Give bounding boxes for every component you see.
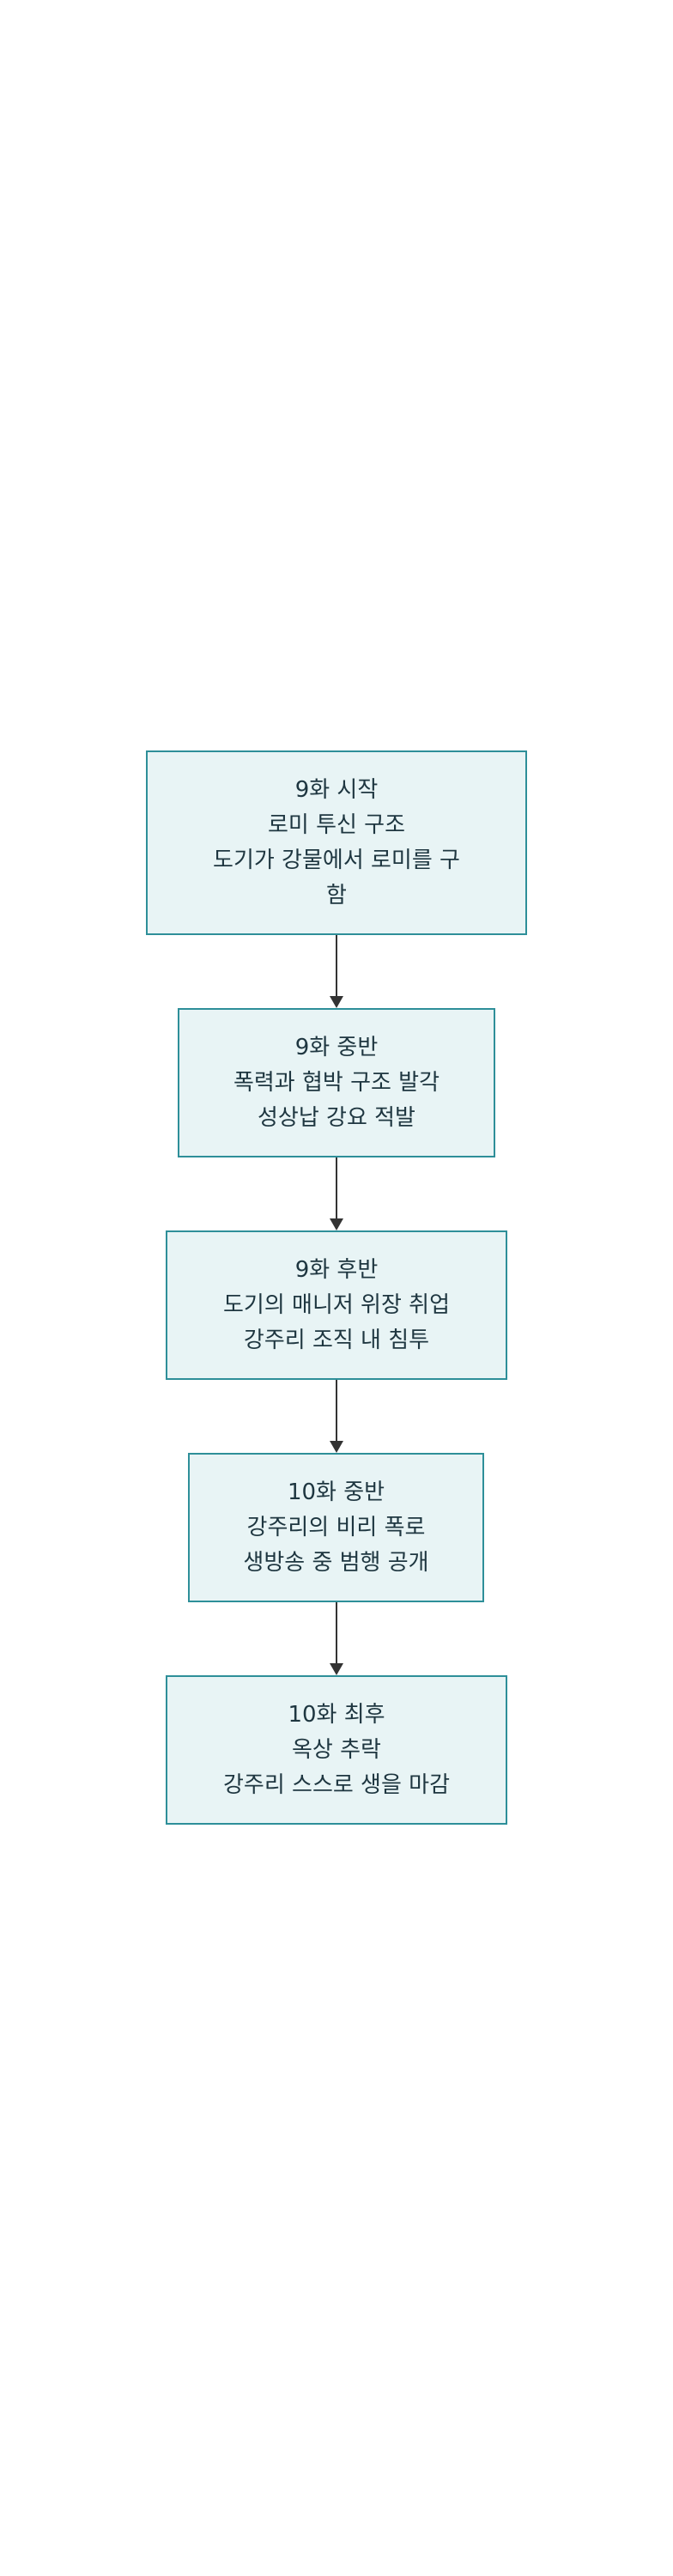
node-text: 도기의 매니저 위장 취업 bbox=[223, 1291, 450, 1318]
node-text: 성상납 강요 적발 bbox=[258, 1104, 415, 1131]
arrow-line bbox=[336, 935, 337, 997]
arrow-head-icon bbox=[330, 1441, 343, 1453]
arrow-head-icon bbox=[330, 996, 343, 1008]
flow-node-9-start: 9화 시작 로미 투신 구조 도기가 강물에서 로미를 구 함 bbox=[146, 750, 527, 935]
node-text: 강주리의 비리 폭로 bbox=[246, 1514, 426, 1540]
flow-node-10-middle: 10화 중반 강주리의 비리 폭로 생방송 중 범행 공개 bbox=[188, 1453, 484, 1602]
node-text: 로미 투신 구조 bbox=[267, 811, 406, 838]
arrow-head-icon bbox=[330, 1663, 343, 1675]
node-title: 10화 중반 bbox=[287, 1479, 385, 1505]
arrow-head-icon bbox=[330, 1218, 343, 1230]
flow-node-10-final: 10화 최후 옥상 추락 강주리 스스로 생을 마감 bbox=[166, 1675, 507, 1825]
arrow-line bbox=[336, 1157, 337, 1219]
arrow-line bbox=[336, 1602, 337, 1664]
node-text: 강주리 조직 내 침투 bbox=[243, 1327, 430, 1353]
node-text: 옥상 추락 bbox=[292, 1736, 381, 1763]
node-text: 함 bbox=[326, 882, 347, 908]
arrow-line bbox=[336, 1380, 337, 1442]
node-title: 9화 중반 bbox=[294, 1034, 379, 1060]
node-title: 9화 시작 bbox=[294, 776, 379, 803]
flow-node-9-late: 9화 후반 도기의 매니저 위장 취업 강주리 조직 내 침투 bbox=[166, 1230, 507, 1380]
node-text: 폭력과 협박 구조 발각 bbox=[233, 1069, 440, 1096]
node-title: 9화 후반 bbox=[294, 1256, 379, 1283]
node-text: 강주리 스스로 생을 마감 bbox=[223, 1771, 450, 1798]
node-title: 10화 최후 bbox=[288, 1701, 385, 1728]
node-text: 생방송 중 범행 공개 bbox=[243, 1549, 429, 1576]
node-text: 도기가 강물에서 로미를 구 bbox=[213, 847, 460, 873]
flow-node-9-middle: 9화 중반 폭력과 협박 구조 발각 성상납 강요 적발 bbox=[178, 1008, 495, 1157]
